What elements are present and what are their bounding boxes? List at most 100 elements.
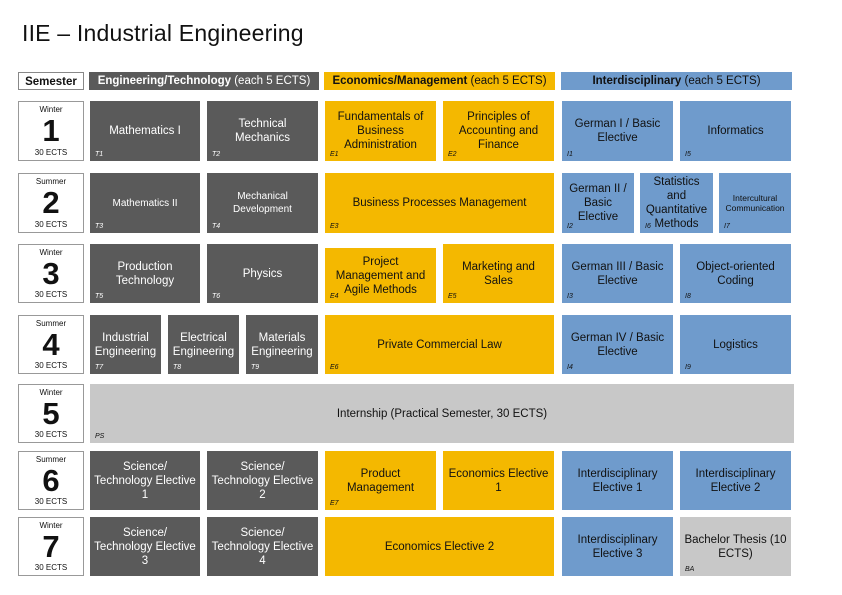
module-label: Fundamentals of Business Administration xyxy=(337,111,424,151)
module-label: Mathematics II xyxy=(112,197,178,209)
module-internship: Internship (Practical Semester, 30 ECTS)… xyxy=(90,384,794,443)
module-mathematics-2: Mathematics II T3 xyxy=(90,173,200,233)
module-code: T3 xyxy=(95,223,104,230)
header-economics-bold: Economics/Management xyxy=(332,75,468,87)
semester-ects: 30 ECTS xyxy=(34,430,68,439)
module-intercultural-communication: Intercultural Communication I7 xyxy=(719,173,791,233)
module-label: Internship (Practical Semester, 30 ECTS) xyxy=(336,407,548,420)
module-interdisciplinary-elective-3: Interdisciplinary Elective 3 xyxy=(562,517,673,576)
module-label: Logistics xyxy=(713,338,758,351)
module-code: PS xyxy=(95,433,105,440)
semester-term: Winter xyxy=(39,248,63,257)
module-code: T5 xyxy=(95,293,104,300)
module-german-1: German I / Basic Elective I1 xyxy=(562,101,673,161)
module-mechanical-development: Mechanical Development T4 xyxy=(207,173,318,233)
module-private-commercial-law: Private Commercial Law E6 xyxy=(325,315,554,374)
module-label: Marketing and Sales xyxy=(462,260,535,287)
module-label: German IV / Basic Elective xyxy=(570,331,665,358)
module-code: T6 xyxy=(212,293,221,300)
module-fundamentals-business-administration: Fundamentals of Business Administration … xyxy=(325,101,436,161)
module-label: Materials Engineering xyxy=(251,331,313,358)
module-code: I6 xyxy=(645,223,651,230)
module-label: Economics Elective 1 xyxy=(448,467,549,494)
module-marketing-sales: Marketing and Sales E5 xyxy=(443,244,554,303)
module-science-technology-elective-3: Science/ Technology Elective 3 xyxy=(90,517,200,576)
module-label: Statistics and Quantitative Methods xyxy=(645,176,708,230)
semester-ects: 30 ECTS xyxy=(34,497,68,506)
semester-number: 5 xyxy=(42,396,60,431)
module-label: Science/ Technology Elective 3 xyxy=(94,526,196,567)
module-german-2: German II / Basic Elective I2 xyxy=(562,173,634,233)
module-code: BA xyxy=(685,566,695,573)
module-label: Principles of Accounting and Finance xyxy=(458,111,539,151)
header-interdisciplinary-bold: Interdisciplinary xyxy=(592,75,682,87)
module-code: T9 xyxy=(251,364,260,371)
module-code: E6 xyxy=(330,364,339,371)
module-code: E2 xyxy=(448,151,457,158)
module-electrical-engineering: Electrical Engineering T8 xyxy=(168,315,239,374)
semester-term: Summer xyxy=(35,319,67,328)
page-title: IIE – Industrial Engineering xyxy=(22,20,304,46)
header-interdisciplinary: Interdisciplinary (each 5 ECTS) xyxy=(561,72,792,90)
module-principles-accounting-finance: Principles of Accounting and Finance E2 xyxy=(443,101,554,161)
semester-4: Summer 4 30 ECTS xyxy=(18,315,84,374)
semester-2: Summer 2 30 ECTS xyxy=(18,173,84,233)
semester-number: 1 xyxy=(42,113,60,148)
module-physics: Physics T6 xyxy=(207,244,318,303)
module-label: Industrial Engineering xyxy=(94,331,157,358)
module-code: I7 xyxy=(724,223,730,230)
module-logistics: Logistics I9 xyxy=(680,315,791,374)
module-bachelor-thesis: Bachelor Thesis (10 ECTS) BA xyxy=(680,517,791,576)
module-science-technology-elective-4: Science/ Technology Elective 4 xyxy=(207,517,318,576)
module-label: German II / Basic Elective xyxy=(569,183,627,223)
module-label: German III / Basic Elective xyxy=(571,260,664,287)
module-label: Physics xyxy=(242,267,283,280)
module-label: Interdisciplinary Elective 3 xyxy=(577,533,658,560)
module-project-management-agile: Project Management and Agile Methods E4 xyxy=(325,248,436,303)
module-interdisciplinary-elective-2: Interdisciplinary Elective 2 xyxy=(680,451,791,510)
module-informatics: Informatics I5 xyxy=(680,101,791,161)
module-label: Science/ Technology Elective 1 xyxy=(94,460,196,501)
semester-number: 3 xyxy=(42,256,60,291)
module-label: Bachelor Thesis (10 ECTS) xyxy=(684,533,787,560)
module-science-technology-elective-1: Science/ Technology Elective 1 xyxy=(90,451,200,510)
module-code: I8 xyxy=(685,293,691,300)
module-label: Business Processes Management xyxy=(352,197,527,209)
semester-1: Winter 1 30 ECTS xyxy=(18,101,84,161)
module-code: T8 xyxy=(173,364,182,371)
header-semester: Semester xyxy=(18,72,84,90)
module-label: Technical Mechanics xyxy=(235,118,290,144)
header-interdisciplinary-rest: (each 5 ECTS) xyxy=(681,75,761,87)
semester-3: Winter 3 30 ECTS xyxy=(18,244,84,303)
module-label: Mathematics I xyxy=(109,125,181,137)
module-label: Science/ Technology Elective 2 xyxy=(211,460,314,501)
module-label: Private Commercial Law xyxy=(377,338,502,351)
header-engineering: Engineering/Technology (each 5 ECTS) xyxy=(89,72,319,90)
module-label: Mechanical Development xyxy=(233,191,292,215)
module-label: Science/ Technology Elective 4 xyxy=(211,526,314,567)
semester-term: Summer xyxy=(35,455,67,464)
semester-term: Winter xyxy=(39,105,63,114)
semester-number: 7 xyxy=(42,529,60,564)
semester-6: Summer 6 30 ECTS xyxy=(18,451,84,510)
module-code: I2 xyxy=(567,223,573,230)
module-code: T4 xyxy=(212,223,221,230)
module-german-4: German IV / Basic Elective I4 xyxy=(562,315,673,374)
module-production-technology: Production Technology T5 xyxy=(90,244,200,303)
module-object-oriented-coding: Object-oriented Coding I8 xyxy=(680,244,791,303)
module-label: Production Technology xyxy=(115,260,175,287)
module-technical-mechanics: Technical Mechanics T2 xyxy=(207,101,318,161)
module-code: T1 xyxy=(95,151,104,158)
module-science-technology-elective-2: Science/ Technology Elective 2 xyxy=(207,451,318,510)
module-code: E4 xyxy=(330,293,339,300)
module-business-processes-management: Business Processes Management E3 xyxy=(325,173,554,233)
module-code: T7 xyxy=(95,364,104,371)
module-german-3: German III / Basic Elective I3 xyxy=(562,244,673,303)
module-economics-elective-1: Economics Elective 1 xyxy=(443,451,554,510)
semester-term: Winter xyxy=(39,388,63,397)
semester-ects: 30 ECTS xyxy=(34,148,68,157)
module-code: T2 xyxy=(212,151,221,158)
module-materials-engineering: Materials Engineering T9 xyxy=(246,315,318,374)
module-code: I3 xyxy=(567,293,573,300)
semester-7: Winter 7 30 ECTS xyxy=(18,517,84,576)
